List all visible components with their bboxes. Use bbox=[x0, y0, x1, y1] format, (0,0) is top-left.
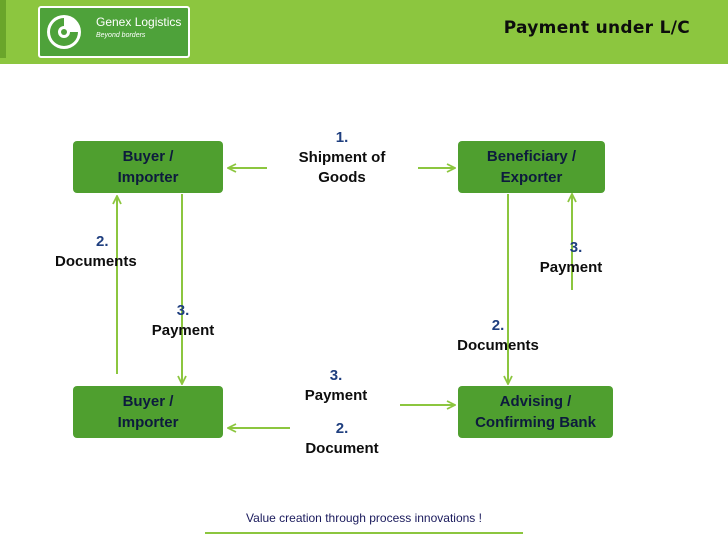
shipment-line2: Goods bbox=[318, 169, 366, 186]
buyer-importer-bottom-box: Buyer / Importer bbox=[73, 386, 223, 438]
brand-tagline: Beyond borders bbox=[96, 32, 146, 39]
right-payment-text: Payment bbox=[539, 259, 603, 276]
right-documents-text: Documents bbox=[457, 337, 539, 354]
buyer-bottom-line2: Importer bbox=[117, 414, 179, 431]
shipment-label: 1. Shipment of Goods bbox=[282, 128, 402, 188]
bottom-document-text: Document bbox=[305, 440, 379, 457]
page-title: Payment under L/C bbox=[503, 18, 690, 38]
bottom-document-step-number: 2. bbox=[335, 420, 349, 437]
brand-logo: Genex Logistics Beyond borders bbox=[38, 6, 190, 58]
shipment-line1: Shipment of bbox=[298, 149, 386, 166]
bottom-payment-step-number: 3. bbox=[329, 367, 343, 384]
beneficiary-exporter-box: Beneficiary / Exporter bbox=[458, 141, 605, 193]
buyer-bottom-line1: Buyer / bbox=[122, 393, 174, 410]
bottom-payment-label: 3. Payment bbox=[293, 366, 379, 406]
brand-name: Genex Logistics bbox=[96, 15, 182, 29]
footer-tagline: Value creation through process innovatio… bbox=[205, 508, 523, 534]
shipment-step-number: 1. bbox=[335, 129, 349, 146]
left-documents-text: Documents bbox=[55, 253, 137, 270]
left-payment-step-number: 3. bbox=[176, 302, 190, 319]
buyer-top-line2: Importer bbox=[117, 169, 179, 186]
swirl-logo-icon bbox=[47, 15, 81, 49]
beneficiary-line1: Beneficiary / bbox=[486, 148, 577, 165]
beneficiary-line2: Exporter bbox=[500, 169, 563, 186]
header-accent-strip bbox=[0, 0, 6, 58]
bank-line1: Advising / bbox=[499, 393, 572, 410]
right-documents-label: 2. Documents bbox=[443, 316, 553, 356]
bottom-payment-text: Payment bbox=[304, 387, 368, 404]
buyer-top-line1: Buyer / bbox=[122, 148, 174, 165]
left-payment-label: 3. Payment bbox=[140, 301, 226, 341]
left-payment-text: Payment bbox=[151, 322, 215, 339]
bottom-document-label: 2. Document bbox=[294, 419, 390, 459]
advising-confirming-bank-box: Advising / Confirming Bank bbox=[458, 386, 613, 438]
bank-line2: Confirming Bank bbox=[475, 414, 596, 431]
right-payment-label: 3. Payment bbox=[528, 238, 614, 278]
buyer-importer-top-box: Buyer / Importer bbox=[73, 141, 223, 193]
right-documents-step-number: 2. bbox=[491, 317, 505, 334]
left-documents-step-number: 2. bbox=[96, 233, 109, 250]
right-payment-step-number: 3. bbox=[569, 239, 583, 256]
left-documents-label: 2. Documents bbox=[55, 232, 160, 272]
